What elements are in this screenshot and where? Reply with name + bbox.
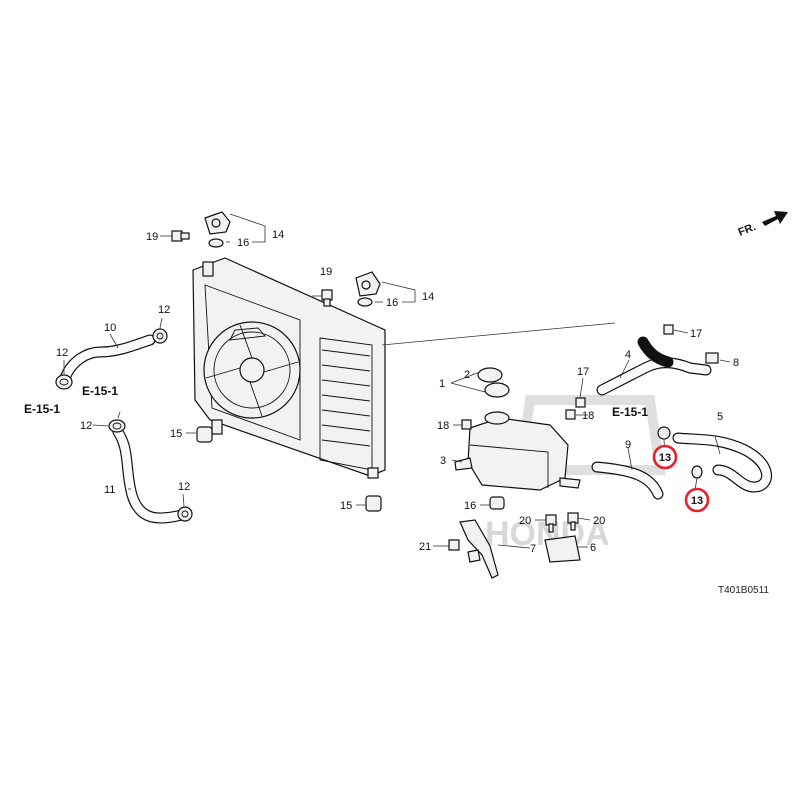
callout-12: 12 [178,481,190,493]
callout-1: 1 [439,378,445,390]
clamp-12-c [108,419,126,433]
clip-17-b [575,397,586,408]
front-arrow-icon [762,211,788,226]
clamp-12-a [55,374,73,390]
callout-19: 19 [146,231,158,243]
cushion-15-a [196,426,213,443]
callout-7: 7 [530,543,536,555]
bolt-19-upper [171,230,190,242]
bracket-6 [544,535,581,563]
clip-8 [705,352,719,364]
callout-10: 10 [104,322,116,334]
callout-15: 15 [170,428,182,440]
reference-label[interactable]: E-15-1 [612,405,648,419]
reservoir-tank-3 [454,411,581,491]
clamp-12-d [177,506,193,522]
bolt-18-a [565,409,576,420]
callout-16: 16 [464,500,476,512]
callout-19: 19 [320,266,332,278]
hose-5 [672,432,773,493]
clip-17-a [663,324,674,335]
callout-18: 18 [437,420,449,432]
callout-13: 13 [659,452,671,464]
callout-16: 16 [237,237,249,249]
direction-label: FR. [737,221,758,239]
cushion-15-b [365,495,382,512]
callout-9: 9 [625,439,631,451]
clamp-12-b [152,328,168,344]
front-direction-indicator: FR. [737,211,788,239]
callout-12: 12 [56,347,68,359]
callout-12: 12 [80,420,92,432]
callout-6: 6 [590,542,596,554]
bracket-14-upper [204,211,231,248]
bolt-21 [448,539,460,551]
radiator-assembly [192,257,386,479]
callout-14: 14 [272,229,284,241]
clamp-13-a [657,426,671,440]
callout-18: 18 [582,410,594,422]
bolt-19-lower [321,289,333,307]
cap-2 [477,367,503,383]
callout-20: 20 [593,515,605,527]
reference-label[interactable]: E-15-1 [82,384,118,398]
callout-11: 11 [104,484,115,496]
callout-5: 5 [717,411,723,423]
callout-20: 20 [519,515,531,527]
reference-label[interactable]: E-15-1 [24,402,60,416]
bracket-7 [459,519,499,579]
bracket-14-lower [355,271,381,307]
callout-21: 21 [419,541,431,553]
hose-11 [112,426,188,524]
callout-2: 2 [464,369,470,381]
leader-lines [63,213,731,549]
hose-4 [596,336,712,396]
callout-17: 17 [690,328,702,340]
callout-12: 12 [158,304,170,316]
callout-17: 17 [577,366,589,378]
hose-9 [591,461,664,500]
cap-1 [484,382,510,398]
highlighted-callout-13-a: 13 [652,444,678,470]
callout-8: 8 [733,357,739,369]
bolt-18-b [461,419,472,430]
callout-16: 16 [386,297,398,309]
highlighted-callout-13-b: 13 [684,487,710,513]
hose-10 [59,334,156,384]
callout-14: 14 [422,291,434,303]
diagram-code: T401B0511 [718,585,769,596]
cushion-16-c [489,496,505,510]
callout-15: 15 [340,500,352,512]
callout-13: 13 [691,495,703,507]
callout-4: 4 [625,349,631,361]
callouts: 19 14 16 19 14 16 10 12 12 12 11 12 15 1… [56,229,739,555]
clamp-13-b [691,465,703,479]
callout-3: 3 [440,455,446,467]
